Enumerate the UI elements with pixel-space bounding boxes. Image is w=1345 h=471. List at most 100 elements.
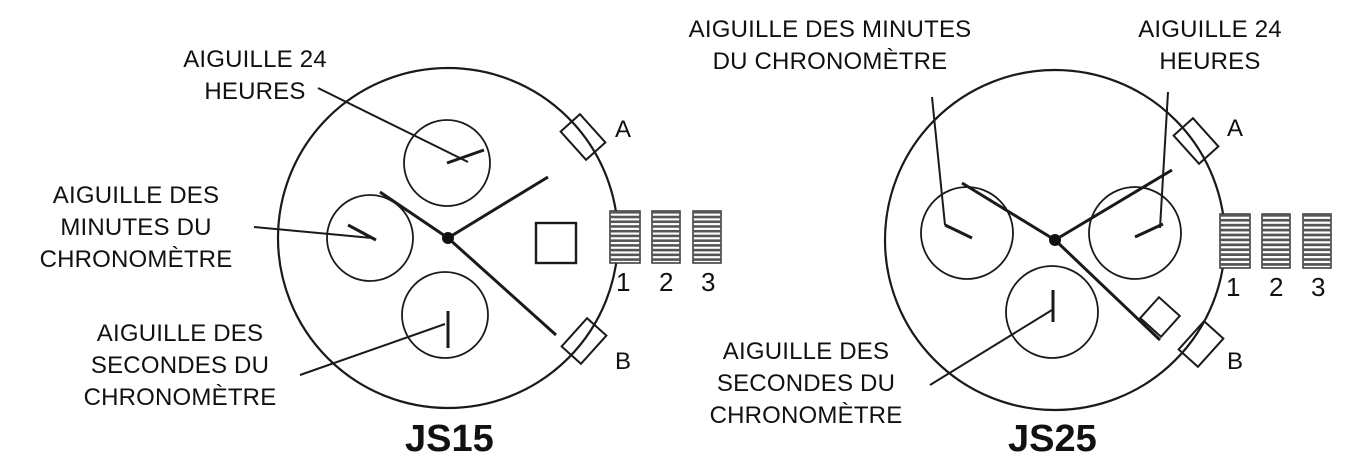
js25-watch: [883, 68, 1332, 412]
js25-crown-position-2: 2: [1269, 272, 1284, 302]
js25-pusher-b: [1177, 319, 1225, 369]
js15-crown-2-stripe: [652, 239, 680, 242]
js25-label-minutes: AIGUILLE DES MINUTES DU CHRONOMÈTRE: [645, 14, 1015, 78]
js25-crown-2-stripe: [1262, 243, 1290, 247]
js15-crown-1-stripe: [610, 215, 640, 219]
js15-crown-1-stripe: [610, 225, 640, 228]
js25-label-seconds-line1: AIGUILLE DES: [722, 338, 890, 365]
js15-model-title: JS15: [405, 418, 494, 460]
js15-label-minutes-line3: CHRONOMÈTRE: [39, 246, 233, 273]
js15-crown-2-stripe: [652, 229, 680, 233]
js25-crown-1-stripe: [1220, 258, 1250, 261]
js25-label-minutes-line2: DU CHRONOMÈTRE: [712, 48, 948, 75]
js15-leader-seconds: [299, 323, 446, 376]
js15-crown-3-stripe: [693, 244, 721, 247]
js15-label-24h-line1: AIGUILLE 24: [183, 46, 327, 73]
js15-label-minutes-line1: AIGUILLE DES: [52, 182, 220, 209]
js15-crown-1-stripe: [610, 234, 640, 238]
js25-crown-3-stripe: [1303, 214, 1331, 217]
js15-crown-2-stripe: [652, 211, 680, 214]
js25-subdial-24h: [1088, 186, 1182, 280]
js15-crown-3-stripe: [693, 225, 721, 228]
js15-crown-2-stripe: [652, 215, 680, 219]
js25-crown-3-stripe: [1303, 253, 1331, 256]
js25-crown-2-stripe: [1262, 263, 1290, 266]
js15-crown-1-stripe: [610, 229, 640, 233]
js25-crown-2-stripe: [1262, 253, 1290, 256]
js25-crown-3-stripe: [1303, 248, 1331, 252]
js15-pusher-b: [560, 316, 608, 366]
js25-subdial-seconds: [1005, 265, 1099, 359]
js25-model-title: JS25: [1008, 418, 1097, 460]
js25-crown-1-graphic: [1219, 213, 1251, 269]
js15-subdial-seconds: [401, 271, 489, 359]
js15-crown-1-stripe: [610, 211, 640, 214]
js15-label-24h-line2: HEURES: [204, 78, 306, 105]
js25-hand-24h: [1134, 222, 1164, 239]
js15-label-seconds-line1: AIGUILLE DES: [96, 320, 264, 347]
js15-hand-24h: [446, 148, 485, 165]
js15-crown-position-1: 1: [616, 267, 631, 297]
js25-hand-minutes: [944, 223, 973, 240]
js25-crown-position-3: 3: [1311, 272, 1326, 302]
js15-leader-24h: [317, 87, 469, 163]
js25-crown-3-stripe: [1303, 223, 1331, 227]
js15-minute-hand: [379, 190, 449, 240]
js15-crown-1-graphic: [609, 210, 641, 264]
js25-crown-1-stripe: [1220, 223, 1250, 227]
js25-crown-1-stripe: [1220, 233, 1250, 237]
js15-second-hand: [446, 236, 558, 337]
js25-crown-3-stripe: [1303, 263, 1331, 266]
js25-pusher-a: [1172, 116, 1220, 166]
js25-leader-seconds: [929, 309, 1053, 386]
js15-crown-position-3: 3: [701, 267, 716, 297]
js15-crown-3-stripe: [693, 229, 721, 233]
js15-crown-1-stripe: [610, 239, 640, 242]
js25-crown-3-stripe: [1303, 233, 1331, 237]
js25-crown-2-stripe: [1262, 233, 1290, 237]
js25-label-seconds-line2: SECONDES DU: [716, 370, 896, 397]
js25-crown-3-stripe: [1303, 238, 1331, 242]
js25-leader-minutes: [931, 96, 946, 226]
js15-button-a-label: A: [615, 116, 632, 143]
js25-center-pin: [1049, 234, 1061, 246]
js25-crown-2-stripe: [1262, 218, 1290, 222]
js25-label-24h-line1: AIGUILLE 24: [1138, 16, 1282, 43]
js15-crown-3-stripe: [693, 239, 721, 242]
js25-second-hand: [1053, 238, 1162, 342]
js25-crown-position-1: 1: [1226, 272, 1241, 302]
js25-button-b-label: B: [1227, 348, 1244, 375]
js25-crown-2-stripe: [1262, 228, 1290, 232]
js15-label-24h: AIGUILLE 24 HEURES: [160, 44, 350, 108]
js15-subdial-24h: [403, 119, 491, 207]
js25-minute-hand: [961, 181, 1056, 242]
js25-crown-1-stripe: [1220, 218, 1250, 222]
js25-crown-1-stripe: [1220, 243, 1250, 247]
js15-crown-2-stripe: [652, 220, 680, 224]
js15-crown-3-stripe: [693, 211, 721, 214]
js25-crown-2-stripe: [1262, 248, 1290, 252]
js25-crown-3-stripe: [1303, 243, 1331, 247]
js15-crown-3-stripe: [693, 258, 721, 261]
js25-crown-1-stripe: [1220, 228, 1250, 232]
js25-crown-3-stripe: [1303, 218, 1331, 222]
js15-pusher-a: [559, 112, 607, 162]
js15-crown-1-stripe: [610, 258, 640, 261]
js15-crown-1-stripe: [610, 220, 640, 224]
js15-label-minutes-line2: MINUTES DU: [60, 214, 212, 241]
js15-crown-1-stripe: [610, 253, 640, 257]
js15-crown-3-stripe: [693, 248, 721, 252]
js25-crown-2-stripe: [1262, 214, 1290, 217]
js15-date-window: [534, 221, 578, 265]
js15-crown-2-stripe: [652, 225, 680, 228]
js15-button-b-label: B: [615, 348, 632, 375]
js15-crown-2-graphic: [651, 210, 681, 264]
js25-label-seconds: AIGUILLE DES SECONDES DU CHRONOMÈTRE: [676, 336, 936, 432]
js15-crown-3-graphic: [692, 210, 722, 264]
js15-crown-3-stripe: [693, 234, 721, 238]
js15-crown-1-stripe: [610, 244, 640, 247]
js25-label-24h-line2: HEURES: [1159, 48, 1261, 75]
js25-crown-1-stripe: [1220, 238, 1250, 242]
